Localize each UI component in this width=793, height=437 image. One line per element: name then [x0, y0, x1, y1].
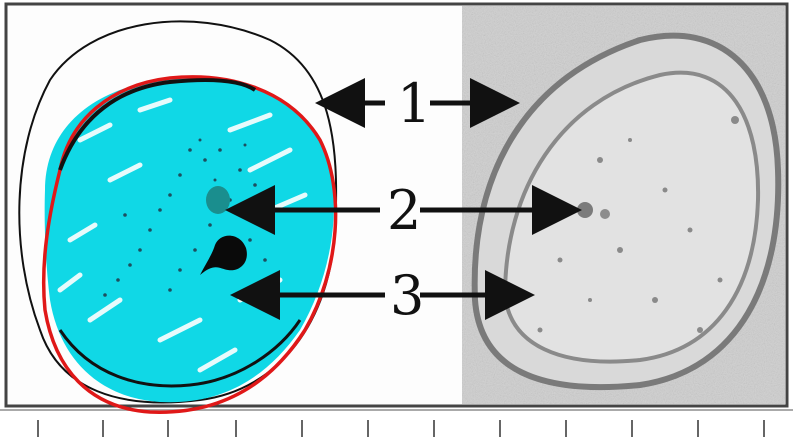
nucleus-photo [577, 202, 593, 218]
label-2: 2 [387, 179, 421, 242]
micrograph-panel [462, 6, 785, 404]
label-1: 1 [397, 72, 431, 135]
label-3: 3 [390, 264, 424, 327]
nucleus [206, 186, 230, 214]
bottom-ruler [0, 410, 793, 437]
